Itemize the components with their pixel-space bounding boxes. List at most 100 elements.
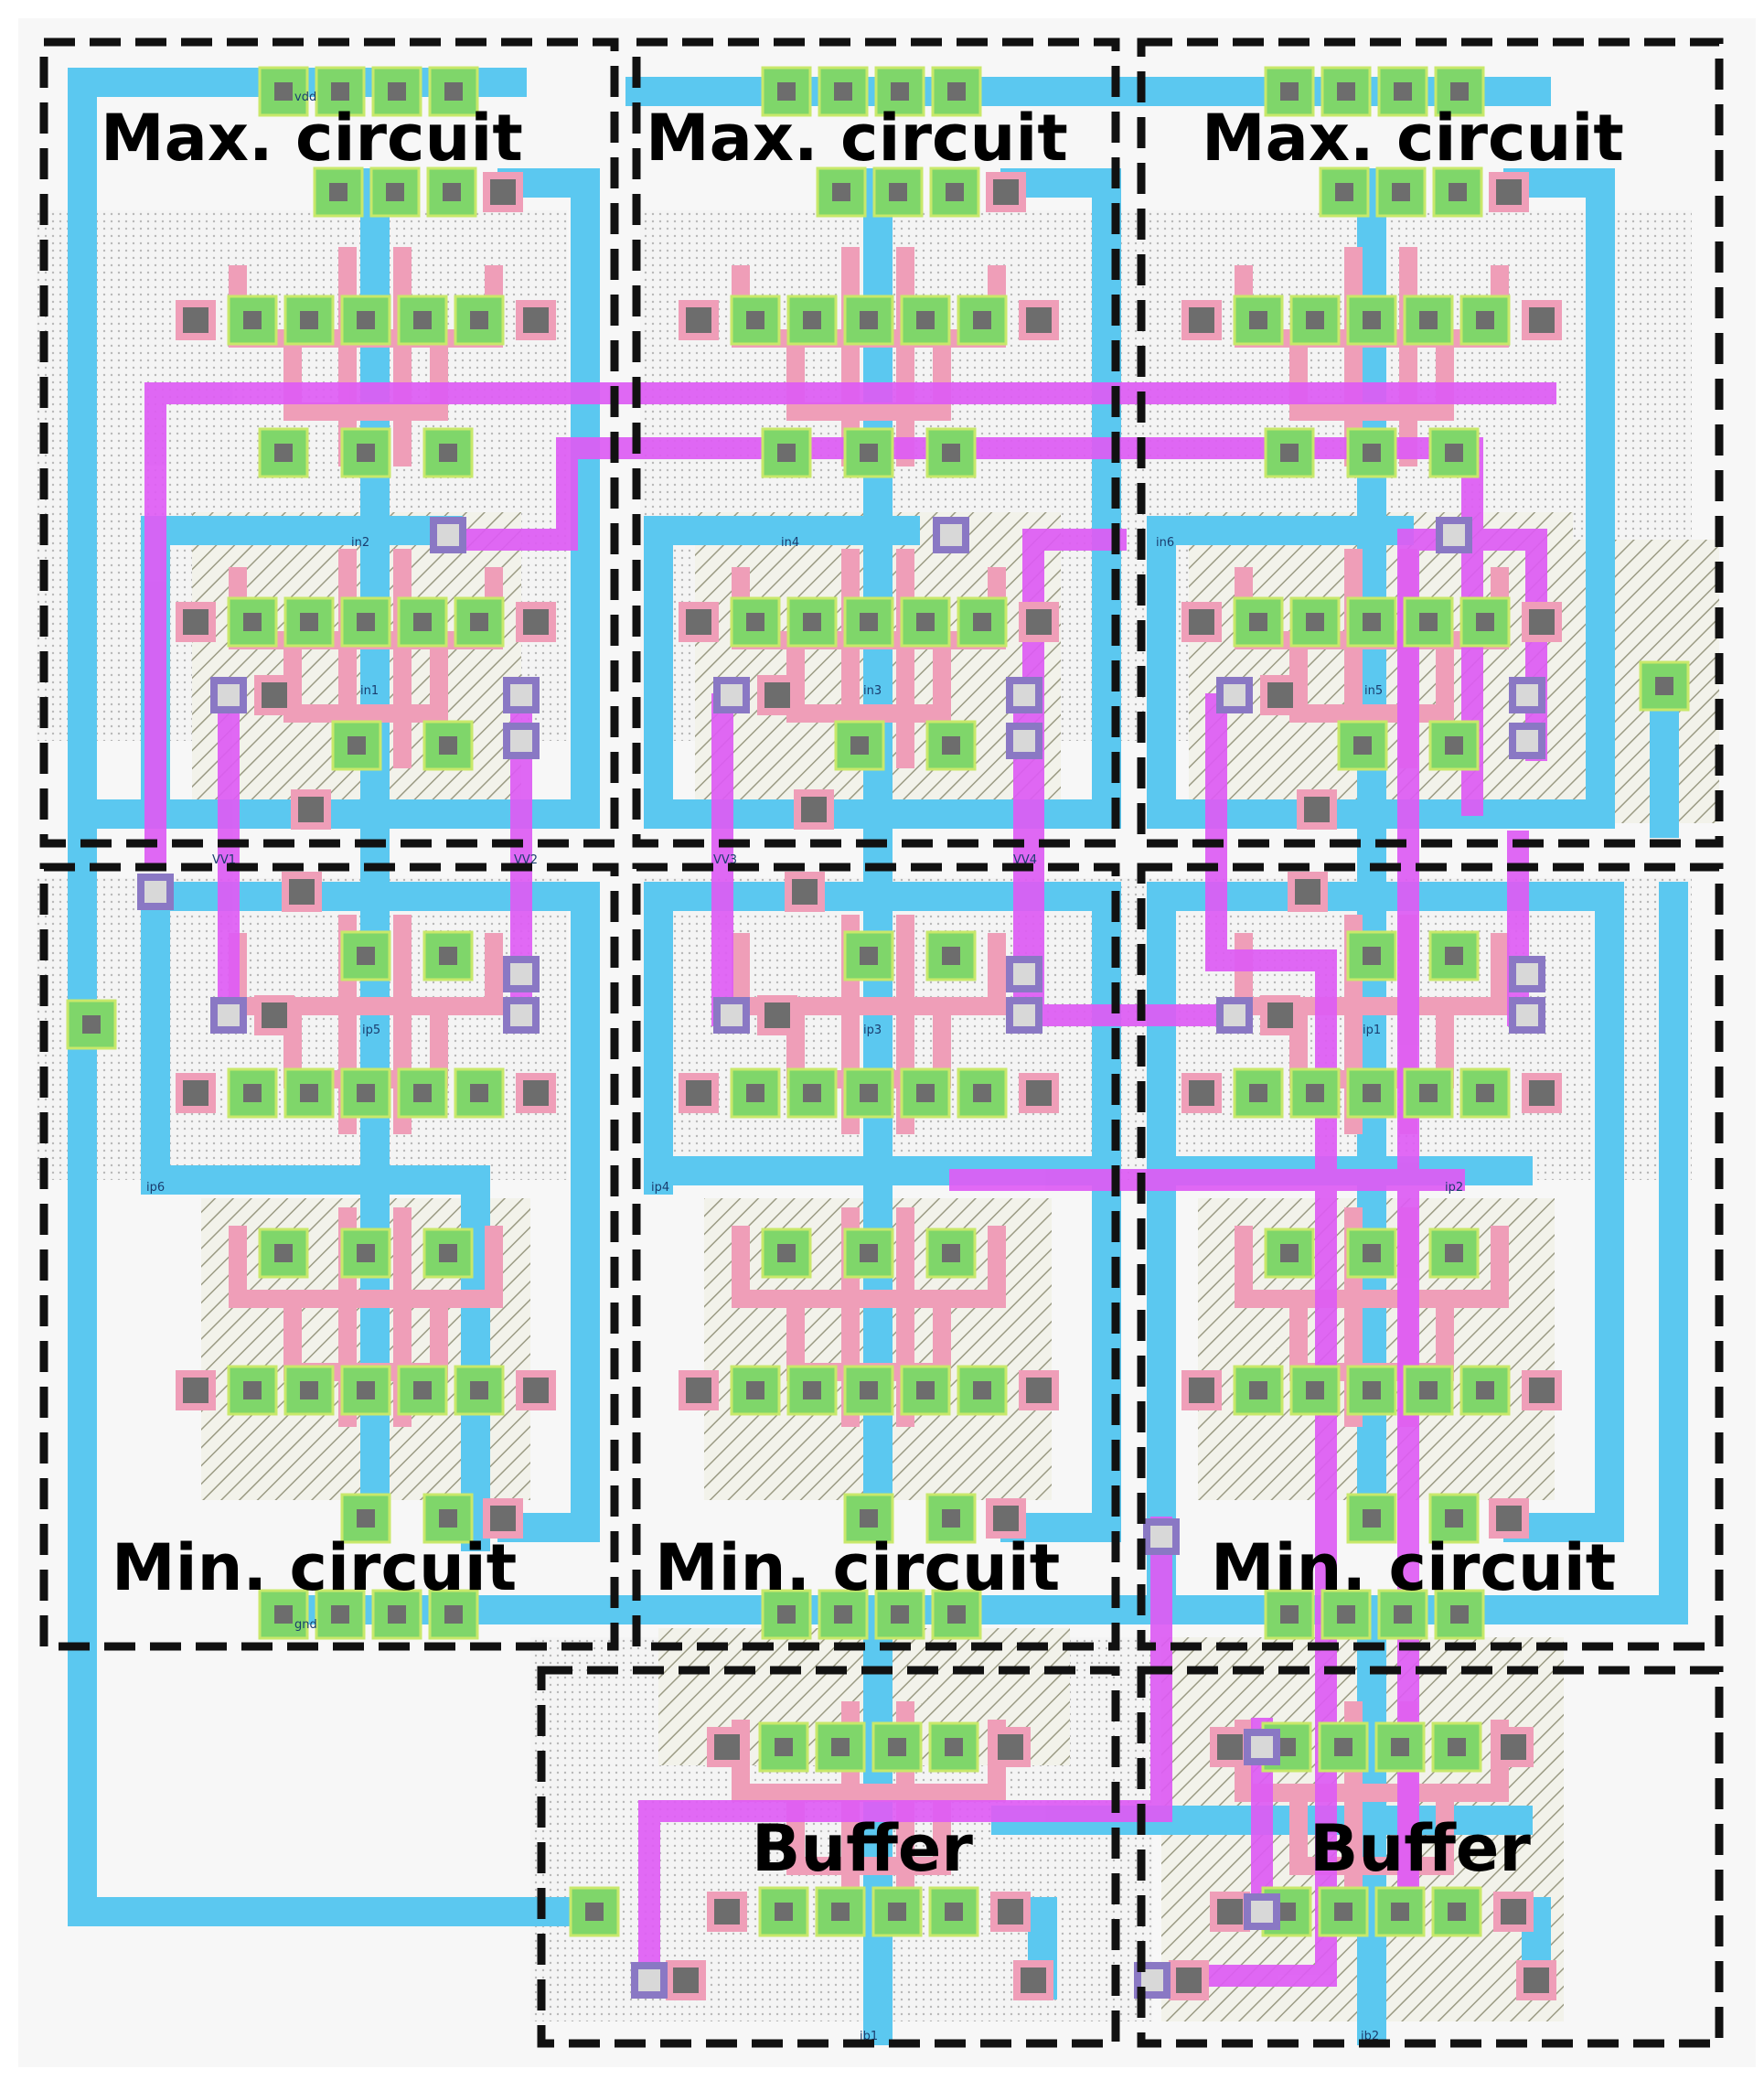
transistor-contact-cut <box>803 1084 821 1102</box>
pin-label-ip4: ip4 <box>651 1181 669 1195</box>
transistor-contact-cut <box>1306 311 1324 329</box>
pin-label-in1: in1 <box>360 684 379 698</box>
transistor-contact-cut <box>357 1509 375 1528</box>
outline-buffer-2 <box>1137 1666 1724 2048</box>
transistor-contact <box>815 1886 866 1937</box>
via-cut <box>218 684 240 706</box>
transistor-contact-cut <box>888 1738 906 1756</box>
transistor-contact-cut <box>831 1738 850 1756</box>
transistor-contact-end-cut <box>714 1899 740 1925</box>
transistor-contact-cut <box>1391 1903 1409 1921</box>
transistor-contact-cut <box>1249 1381 1267 1399</box>
poly-gate-strip <box>1289 329 1454 421</box>
transistor-end-cut <box>1295 879 1320 905</box>
pin-label-in4: in4 <box>781 536 799 550</box>
transistor-contact-cut <box>1280 444 1299 462</box>
vdd-contact-cut <box>331 82 349 101</box>
block-outlines <box>39 38 1724 2048</box>
transistor-contact-cut <box>942 1244 960 1262</box>
via-cut <box>510 684 532 706</box>
metal2-wire <box>446 437 578 551</box>
transistor-contact-cut <box>443 183 461 201</box>
transistor-contact <box>1289 1067 1341 1119</box>
transistor-end-cut <box>298 797 324 822</box>
transistor-contact-end-cut <box>523 307 549 333</box>
metal1-wire <box>68 168 600 829</box>
transistor-contact-cut <box>300 1084 318 1102</box>
transistor-contact-cut <box>946 183 964 201</box>
transistor-contact-end-cut <box>686 609 711 635</box>
transistor-contact-cut <box>357 444 375 462</box>
transistor-contact-cut <box>1419 1381 1438 1399</box>
poly-gate-strip <box>1289 1784 1454 1875</box>
transistor-contact-end-cut <box>1026 307 1052 333</box>
transistor-end-cut <box>1267 1002 1293 1028</box>
transistor-contact-cut <box>1419 613 1438 631</box>
transistor-contact <box>1374 1886 1426 1937</box>
transistor-contact-cut <box>357 311 375 329</box>
transistor-contact-cut <box>386 183 404 201</box>
pin-label-ip6: ip6 <box>146 1181 165 1195</box>
transistor-contact-end-cut <box>1189 1080 1214 1106</box>
transistor-contact-cut <box>1363 613 1381 631</box>
transistor-contact-cut <box>1306 1381 1324 1399</box>
label-buffer-1: Buffer <box>752 1811 973 1886</box>
transistor-contact-cut <box>850 736 869 755</box>
transistor-contact-cut <box>860 311 878 329</box>
gnd-contact-cut <box>1280 1605 1299 1624</box>
transistor-contact-cut <box>860 1084 878 1102</box>
metal2-wire <box>1187 693 1337 1987</box>
transistor-contact-cut <box>1363 1244 1381 1262</box>
transistor-contact-cut <box>1363 1381 1381 1399</box>
transistor-contact-cut <box>860 1509 878 1528</box>
transistor-contact-end-cut <box>1529 1080 1555 1106</box>
transistor-contact-cut <box>1476 1381 1494 1399</box>
transistor-contact-cut <box>860 947 878 965</box>
label-max-circuit-3: Max. circuit <box>1202 101 1624 176</box>
outline-max-circuit-1 <box>39 38 619 848</box>
transistor-contact-cut <box>413 1381 432 1399</box>
transistor-contact-cut <box>274 1244 293 1262</box>
transistor-contact-cut <box>243 613 262 631</box>
transistor-contact-end-cut <box>1501 1899 1526 1925</box>
transistor-contact-cut <box>300 311 318 329</box>
transistor-contact-cut <box>860 1244 878 1262</box>
transistor-contact-end-cut <box>183 609 208 635</box>
pin-label-ip2: ip2 <box>1445 1181 1463 1195</box>
transistor-contact-end-cut <box>523 609 549 635</box>
label-max-circuit-2: Max. circuit <box>646 101 1068 176</box>
pin-label-ip3: ip3 <box>863 1024 882 1037</box>
transistor-contact-cut <box>860 613 878 631</box>
transistor-contact-cut <box>1278 1738 1296 1756</box>
transistor-contact-cut <box>357 947 375 965</box>
via-cut <box>1443 524 1465 546</box>
transistor-contact-end-cut <box>1189 307 1214 333</box>
transistor-contact-end-cut <box>1026 1378 1052 1403</box>
vdd-contact-cut <box>1337 82 1355 101</box>
transistor-contact-cut <box>470 1084 488 1102</box>
via-cut <box>218 1004 240 1026</box>
transistor-contact <box>422 930 474 981</box>
transistor-contact-cut <box>1448 1903 1466 1921</box>
transistor-end-cut <box>1021 1967 1046 1993</box>
transistor-contact-end-cut <box>1026 609 1052 635</box>
transistor-contact-end-cut <box>1026 1080 1052 1106</box>
transistor-contact-cut <box>1363 311 1381 329</box>
via-cut <box>638 1969 660 1991</box>
transistor-contact-cut <box>916 311 935 329</box>
transistor-contact-cut <box>439 947 457 965</box>
transistor-contact-end-cut <box>1189 609 1214 635</box>
outline-min-circuit-1 <box>39 863 619 1651</box>
poly-gate-strip <box>1235 1226 1509 1308</box>
transistor-contact-cut <box>942 1509 960 1528</box>
vdd-contact-cut <box>891 82 909 101</box>
transistor-contact-end-cut <box>998 1734 1023 1760</box>
transistor-end-cut <box>764 682 790 708</box>
transistor-contact-cut <box>1334 1903 1352 1921</box>
outline-max-circuit-2 <box>632 38 1120 848</box>
transistor-contact-cut <box>413 311 432 329</box>
poly-gate-strip <box>732 1226 1006 1308</box>
outline-buffer-1 <box>537 1666 1120 2048</box>
transistor-end-cut <box>673 1967 699 1993</box>
